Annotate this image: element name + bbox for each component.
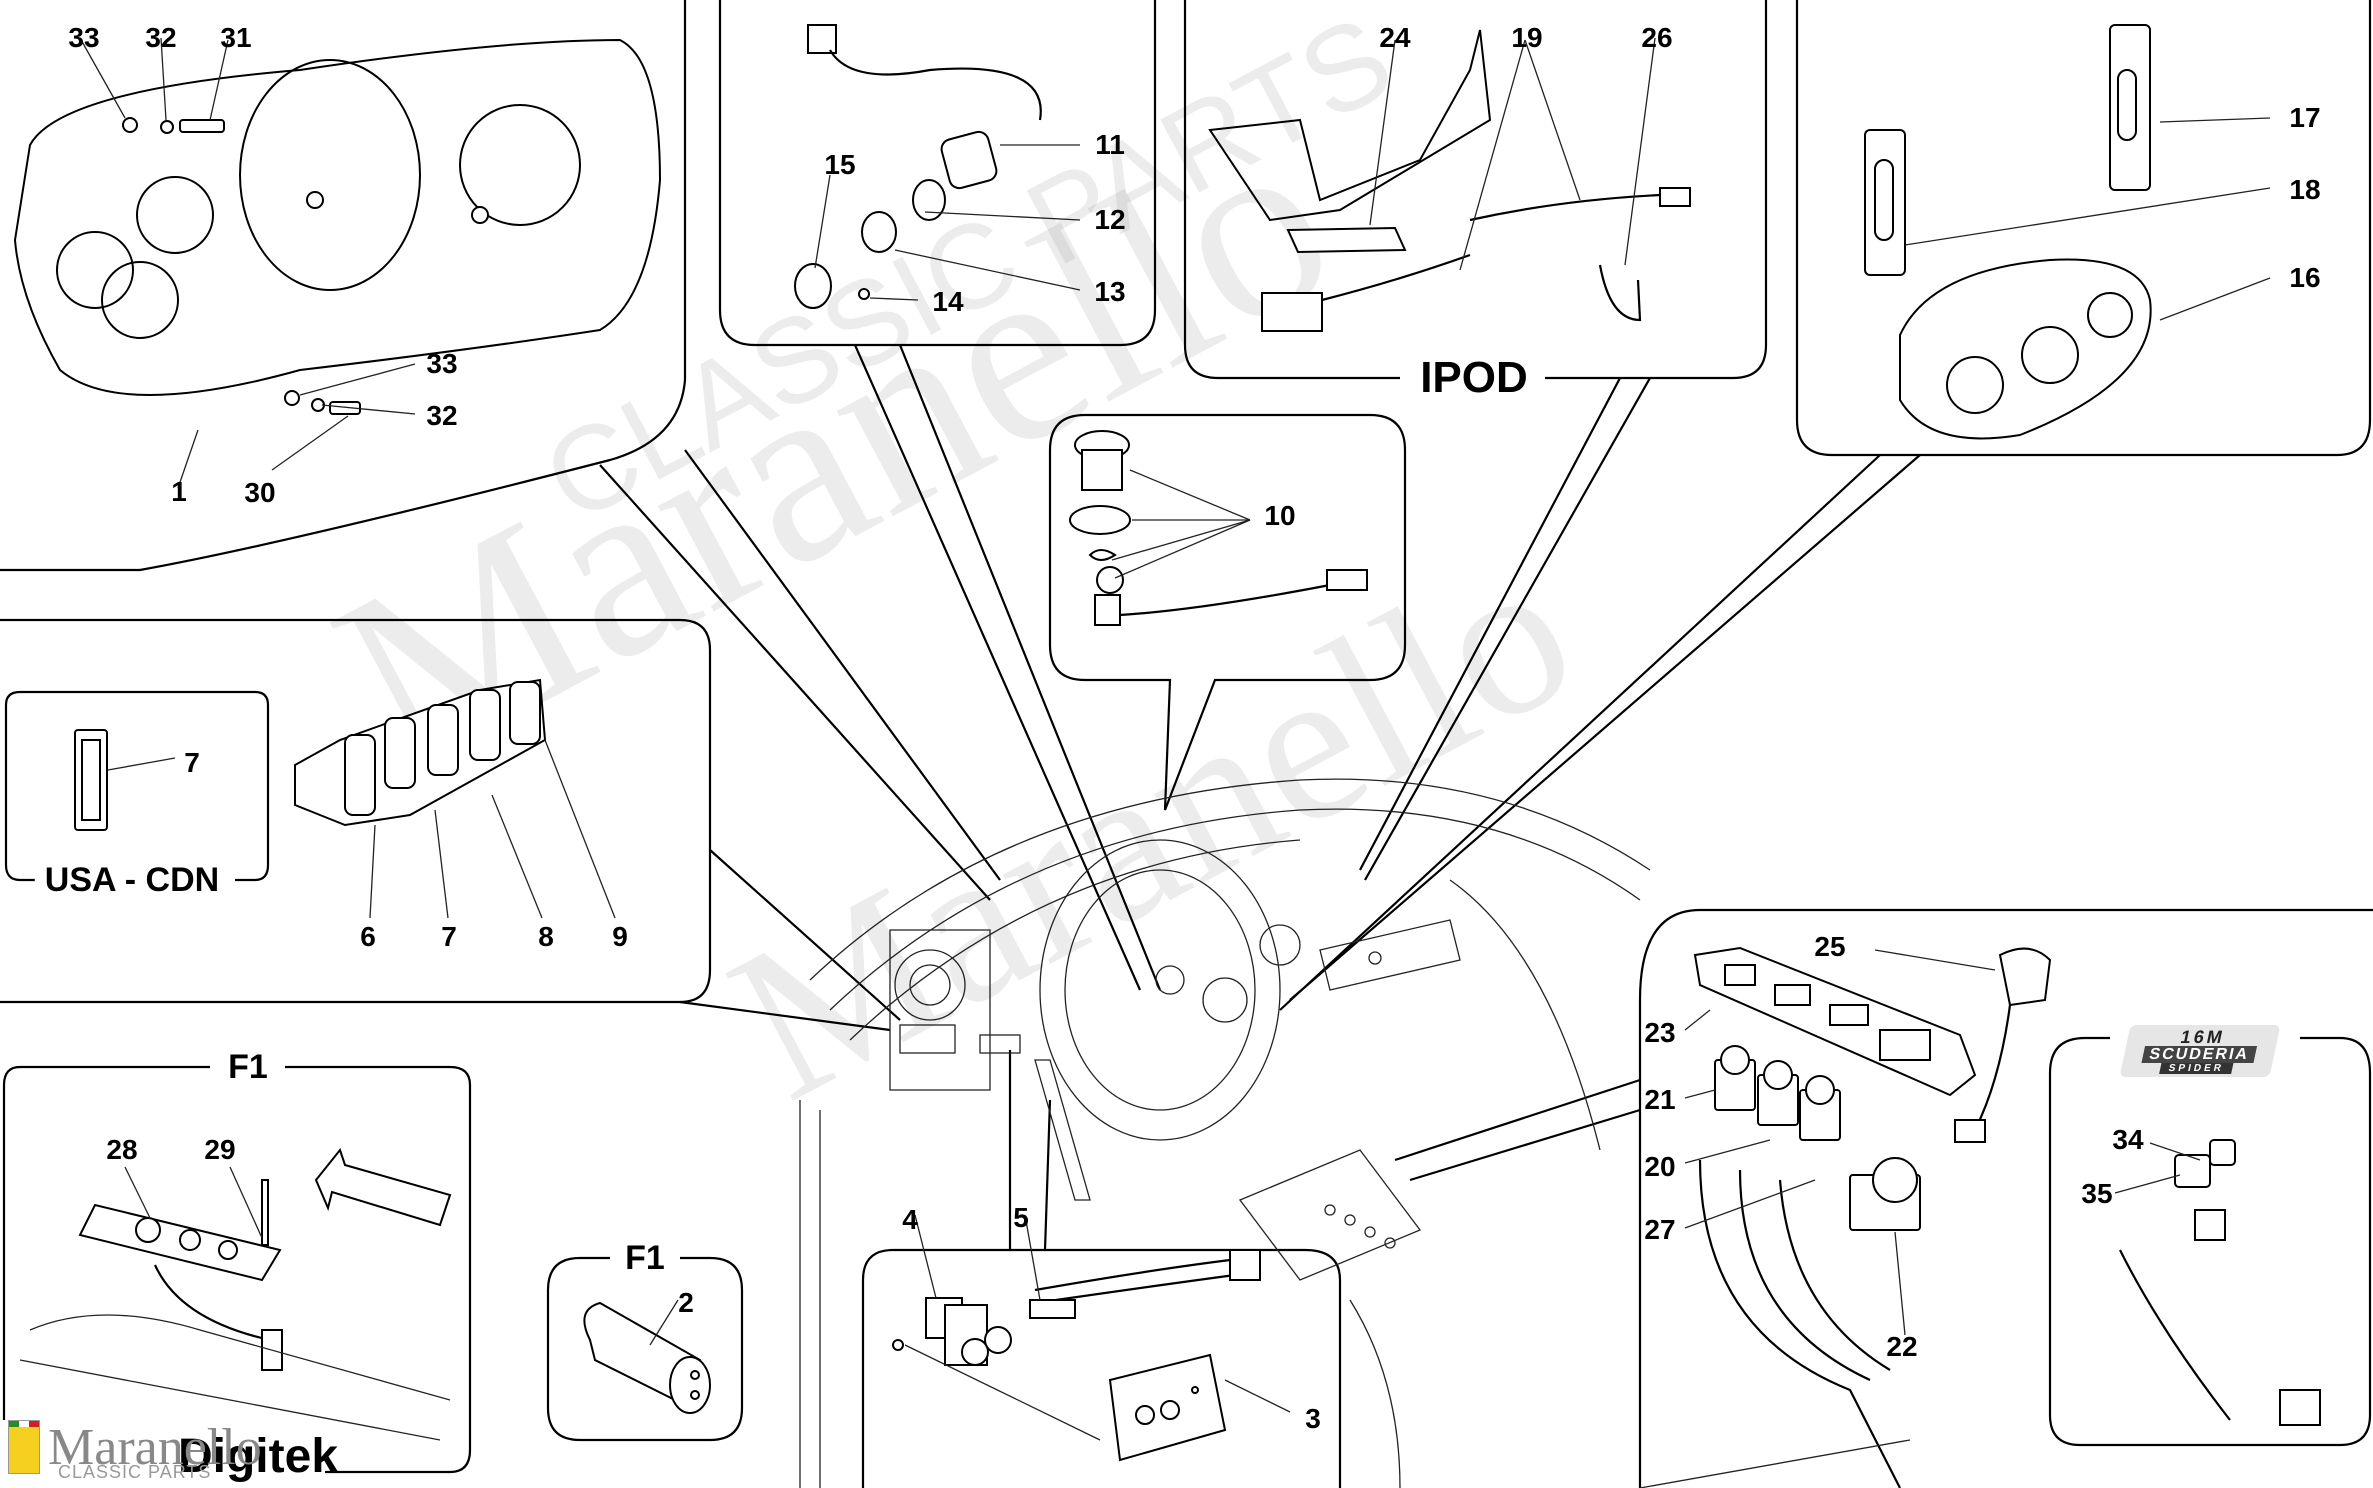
- callout-28: 28: [106, 1134, 138, 1165]
- panel-ignition: [718, 0, 1157, 347]
- section-title-digitek: Digitek: [177, 1430, 339, 1483]
- callout-27: 27: [1644, 1214, 1676, 1245]
- callout-35: 35: [2081, 1178, 2113, 1209]
- callout-25: 25: [1814, 931, 1846, 962]
- panel-courtesy-light: [1048, 413, 1407, 811]
- badge-line-2: SCUDERIA: [2141, 1045, 2257, 1064]
- callout-33-lower: 33: [426, 348, 458, 379]
- callout-30: 30: [244, 477, 276, 508]
- callout-29: 29: [204, 1134, 236, 1165]
- f1-small-leader: [649, 1299, 679, 1346]
- car-interior-sketch: [799, 778, 1651, 1488]
- panel-usa-cdn: [4, 690, 270, 882]
- callout-17: 17: [2289, 102, 2321, 133]
- badge-line-1: 16M: [2178, 1026, 2228, 1047]
- ipod-leaders: [1369, 37, 1656, 271]
- tunnel-leaders: [1639, 949, 2201, 1488]
- badge-line-3: SPIDER: [2159, 1063, 2233, 1075]
- panel-f1-small: [546, 1256, 744, 1442]
- callout-5: 5: [1013, 1202, 1029, 1233]
- callout-21: 21: [1644, 1084, 1676, 1115]
- panel-switch-bank: [0, 618, 712, 1004]
- callout-4: 4: [902, 1204, 918, 1235]
- section-title-f1-small: F1: [615, 1241, 675, 1275]
- switch-bank-part: [74, 678, 547, 831]
- ignition-leaders: [814, 144, 1081, 301]
- callout-12: 12: [1094, 204, 1126, 235]
- callout-3: 3: [1305, 1403, 1321, 1434]
- f1-leaders: [124, 1166, 263, 1239]
- ignition-switch-part: [794, 24, 1042, 309]
- callout-13: 13: [1094, 276, 1126, 307]
- climate-parts: [1864, 24, 2152, 440]
- callout-32: 32: [145, 22, 177, 53]
- leader-mirror: [1008, 1050, 1052, 1251]
- leader-climate: [1279, 454, 1921, 1011]
- callout-19: 19: [1511, 22, 1543, 53]
- callout-11: 11: [1095, 129, 1125, 160]
- mirror-leaders: [904, 1214, 1291, 1441]
- panel-instrument-cluster: [0, 0, 687, 572]
- ipod-parts: [1208, 29, 1691, 332]
- callout-16: 16: [2289, 262, 2321, 293]
- ferrari-shield-icon: [8, 1420, 40, 1474]
- panel-climate: [1795, 0, 2372, 457]
- callout-31: 31: [220, 22, 252, 53]
- brand-logo-subtext: CLASSIC PARTS: [58, 1462, 212, 1482]
- callout-15: 15: [824, 149, 856, 180]
- brand-logo: Maranello: [8, 1420, 262, 1474]
- panel-mirror-switch: [861, 1248, 1342, 1488]
- cluster-leaders: [79, 37, 416, 489]
- cluster-fasteners: [122, 117, 361, 415]
- f1-digitek-parts: [19, 1147, 452, 1441]
- switch-bank-leaders: [107, 739, 616, 919]
- callout-22: 22: [1886, 1331, 1918, 1362]
- callout-2: 2: [678, 1287, 694, 1318]
- tunnel-switch-parts: [1693, 946, 2321, 1488]
- callout-10: 10: [1264, 500, 1296, 531]
- panel-scuderia-spider: [2048, 1036, 2372, 1447]
- callout-34: 34: [2112, 1124, 2144, 1155]
- callout-20: 20: [1644, 1151, 1676, 1182]
- leader-ipod: [1359, 377, 1651, 881]
- callout-1: 1: [171, 476, 187, 507]
- callout-24: 24: [1379, 22, 1411, 53]
- panel-f1-digitek: [2, 1065, 472, 1474]
- callout-23: 23: [1644, 1017, 1676, 1048]
- section-title-ipod: IPOD: [1410, 356, 1538, 400]
- callout-8: 8: [538, 921, 554, 952]
- courtesy-leaders: [1111, 469, 1251, 579]
- callout-26: 26: [1641, 22, 1673, 53]
- courtesy-light-parts: [1069, 430, 1368, 626]
- leader-cluster: [599, 449, 1001, 901]
- leader-switch-bank: [679, 849, 901, 1032]
- panel-ipod: [1183, 0, 1768, 380]
- callout-7-usa: 7: [184, 747, 200, 778]
- f1-small-part: [583, 1301, 711, 1414]
- callout-9: 9: [612, 921, 628, 952]
- mirror-switch-parts: [892, 1249, 1261, 1462]
- panel-tunnel-switches: [1638, 908, 2373, 1488]
- callout-32-lower: 32: [426, 400, 458, 431]
- callout-7: 7: [441, 921, 457, 952]
- section-title-f1-main: F1: [218, 1050, 278, 1084]
- section-title-usa-cdn: USA - CDN: [34, 863, 230, 897]
- scuderia-spider-badge: 16M SCUDERIA SPIDER: [2119, 1025, 2281, 1077]
- callout-33: 33: [68, 22, 100, 53]
- callout-18: 18: [2289, 174, 2321, 205]
- leader-tunnel: [1394, 1078, 1641, 1182]
- brand-logo-text: Maranello: [48, 1419, 262, 1476]
- callout-14: 14: [932, 286, 964, 317]
- climate-leaders: [1904, 117, 2271, 321]
- instrument-cluster-part: [13, 38, 662, 396]
- callout-6: 6: [360, 921, 376, 952]
